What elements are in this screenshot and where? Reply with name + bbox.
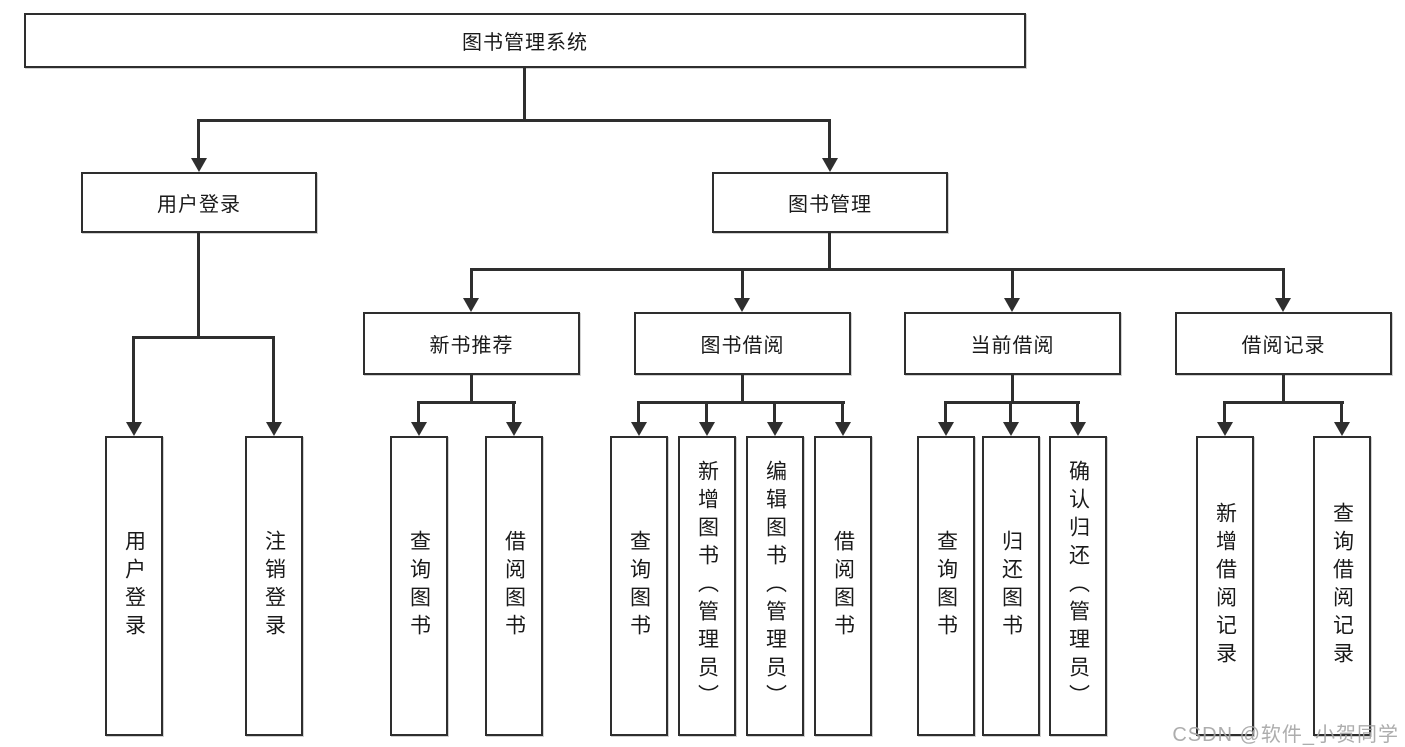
leaf-label: 确认归还（管理员） xyxy=(1066,460,1090,712)
arrow-down-icon xyxy=(1070,422,1086,436)
connector-line xyxy=(272,336,275,424)
leaf-label: 归还图书 xyxy=(999,530,1023,642)
arrow-down-icon xyxy=(699,422,715,436)
node-label: 新书推荐 xyxy=(429,335,514,357)
node-label: 用户登录 xyxy=(157,194,241,216)
connector-line xyxy=(741,375,744,404)
arrow-down-icon xyxy=(266,422,282,436)
arrow-down-icon xyxy=(1217,422,1233,436)
arrow-down-icon xyxy=(126,422,142,436)
connector-line xyxy=(417,401,516,404)
node-label: 图书管理 xyxy=(788,194,872,216)
arrow-down-icon xyxy=(767,422,783,436)
node-label: 图书借阅 xyxy=(700,335,785,357)
connector-line xyxy=(1282,268,1285,300)
node-book-management: 图书管理 xyxy=(712,172,948,233)
leaf-label: 新增图书（管理员） xyxy=(695,460,719,712)
leaf-logout: 注销登录 xyxy=(245,436,303,736)
connector-line xyxy=(197,233,200,339)
connector-line xyxy=(1282,375,1285,404)
connector-line xyxy=(637,401,640,424)
leaf-label: 查询图书 xyxy=(407,530,431,642)
connector-line xyxy=(1340,401,1343,424)
connector-line xyxy=(741,268,744,300)
arrow-down-icon xyxy=(506,422,522,436)
connector-line xyxy=(1076,401,1079,424)
leaf-borrow-books-recommend: 借阅图书 xyxy=(485,436,543,736)
arrow-down-icon xyxy=(1004,298,1020,312)
leaf-borrow-books: 借阅图书 xyxy=(814,436,872,736)
node-new-book-recommend: 新书推荐 xyxy=(363,312,580,375)
connector-line xyxy=(1223,401,1226,424)
arrow-down-icon xyxy=(822,158,838,172)
arrow-down-icon xyxy=(835,422,851,436)
csdn-watermark: CSDN @软件_小贺同学 xyxy=(1172,724,1399,746)
connector-line xyxy=(1009,401,1012,424)
connector-line xyxy=(637,401,845,404)
node-library-system: 图书管理系统 xyxy=(24,13,1026,68)
leaf-label: 用户登录 xyxy=(122,530,146,642)
connector-line xyxy=(1223,401,1344,404)
connector-line xyxy=(132,336,275,339)
arrow-down-icon xyxy=(734,298,750,312)
connector-line xyxy=(512,401,515,424)
leaf-confirm-return-admin: 确认归还（管理员） xyxy=(1049,436,1107,736)
arrow-down-icon xyxy=(411,422,427,436)
leaf-label: 查询借阅记录 xyxy=(1330,502,1354,670)
leaf-add-books-admin: 新增图书（管理员） xyxy=(678,436,736,736)
connector-line xyxy=(132,336,135,424)
node-label: 图书管理系统 xyxy=(462,32,588,54)
leaf-query-books-recommend: 查询图书 xyxy=(390,436,448,736)
connector-line xyxy=(1011,375,1014,404)
node-current-borrow: 当前借阅 xyxy=(904,312,1121,375)
arrow-down-icon xyxy=(938,422,954,436)
arrow-down-icon xyxy=(631,422,647,436)
connector-line xyxy=(470,268,473,300)
leaf-label: 借阅图书 xyxy=(502,530,526,642)
connector-line xyxy=(944,401,1080,404)
connector-line xyxy=(197,119,831,122)
leaf-label: 借阅图书 xyxy=(831,530,855,642)
leaf-query-books-borrow: 查询图书 xyxy=(610,436,668,736)
leaf-user-login: 用户登录 xyxy=(105,436,163,736)
node-label: 借阅记录 xyxy=(1241,335,1326,357)
leaf-edit-books-admin: 编辑图书（管理员） xyxy=(746,436,804,736)
arrow-down-icon xyxy=(1275,298,1291,312)
connector-line xyxy=(470,375,473,404)
connector-line xyxy=(828,233,831,271)
connector-line xyxy=(197,119,200,160)
connector-line xyxy=(841,401,844,424)
connector-line xyxy=(773,401,776,424)
connector-line xyxy=(1011,268,1014,300)
leaf-query-borrow-record: 查询借阅记录 xyxy=(1313,436,1371,736)
node-book-borrow: 图书借阅 xyxy=(634,312,851,375)
arrow-down-icon xyxy=(463,298,479,312)
leaf-query-books-current: 查询图书 xyxy=(917,436,975,736)
connector-line xyxy=(523,68,526,122)
connector-line xyxy=(705,401,708,424)
node-user-login: 用户登录 xyxy=(81,172,317,233)
leaf-return-books: 归还图书 xyxy=(982,436,1040,736)
leaf-label: 查询图书 xyxy=(934,530,958,642)
arrow-down-icon xyxy=(191,158,207,172)
arrow-down-icon xyxy=(1334,422,1350,436)
leaf-label: 新增借阅记录 xyxy=(1213,502,1237,670)
connector-line xyxy=(417,401,420,424)
connector-line xyxy=(828,119,831,160)
connector-line xyxy=(944,401,947,424)
leaf-add-borrow-record: 新增借阅记录 xyxy=(1196,436,1254,736)
node-label: 当前借阅 xyxy=(970,335,1055,357)
connector-line xyxy=(470,268,1284,271)
leaf-label: 编辑图书（管理员） xyxy=(763,460,787,712)
node-borrow-record: 借阅记录 xyxy=(1175,312,1392,375)
leaf-label: 注销登录 xyxy=(262,530,286,642)
arrow-down-icon xyxy=(1003,422,1019,436)
leaf-label: 查询图书 xyxy=(627,530,651,642)
